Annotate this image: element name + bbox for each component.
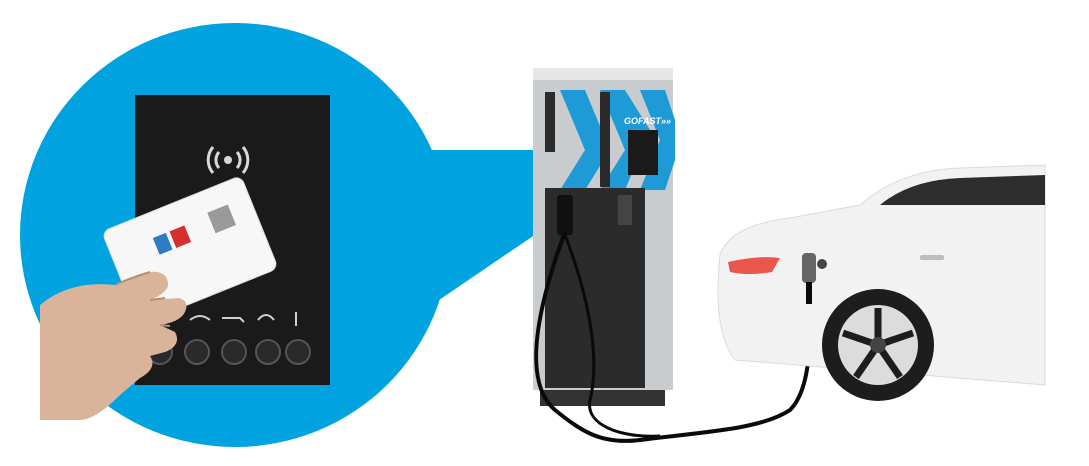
terminal-button <box>285 339 311 365</box>
car-taillight <box>728 257 780 274</box>
station-terminal <box>628 130 658 175</box>
station-base <box>540 390 665 406</box>
electric-car <box>717 164 1046 401</box>
terminal-button <box>221 339 247 365</box>
plug-icon <box>257 314 275 321</box>
terminal-button <box>184 339 210 365</box>
station-chevron <box>600 90 650 190</box>
card-logo-blue <box>152 232 173 255</box>
car-window <box>880 175 1045 205</box>
plug-type-row <box>189 312 297 326</box>
brand-label: GOFAST»» <box>624 116 671 126</box>
station-chevron <box>560 90 610 190</box>
terminal-button <box>255 339 281 365</box>
charging-station: GOFAST»» <box>533 68 675 406</box>
plug-connector <box>802 253 827 304</box>
plug-icon <box>222 317 245 323</box>
qr-code <box>207 204 236 234</box>
card-logo-red <box>169 225 192 249</box>
station-chevron <box>640 90 675 190</box>
hand <box>40 271 187 420</box>
plug-icon <box>189 315 211 321</box>
charging-cable <box>534 231 812 443</box>
contactless-icon <box>206 146 250 174</box>
car-body <box>717 164 1046 386</box>
